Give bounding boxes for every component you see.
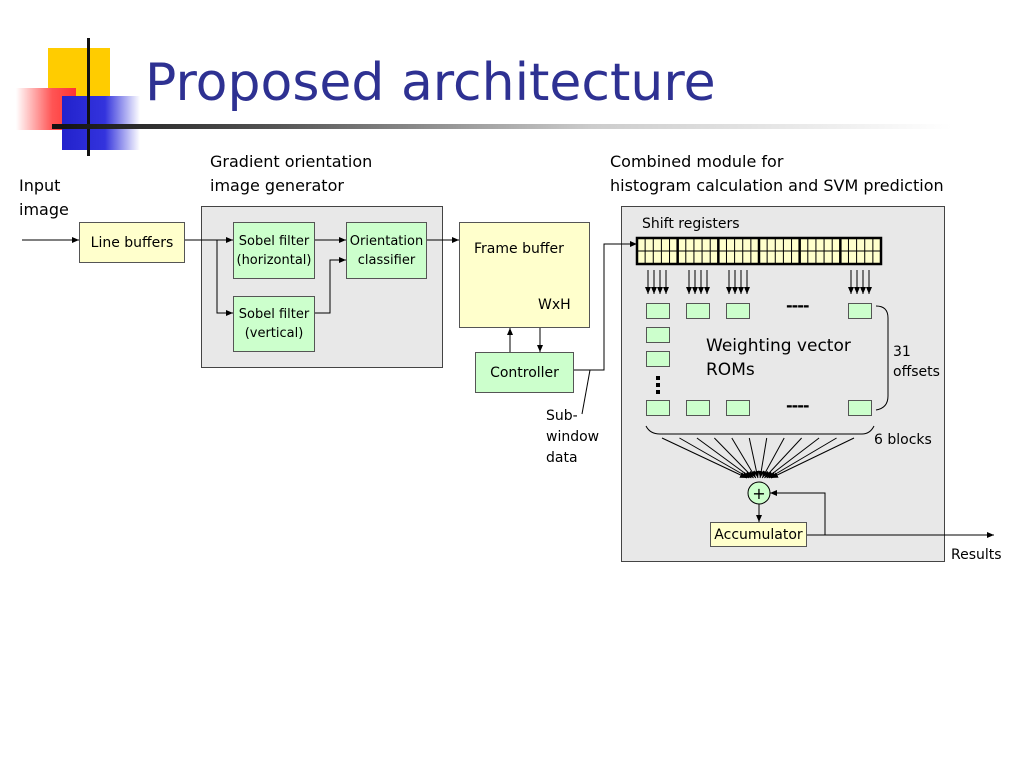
page-title: Proposed architecture — [145, 53, 716, 113]
rom-dots-bottom: ---- — [786, 396, 810, 415]
orientation-classifier-box: Orientation classifier — [346, 222, 427, 279]
input-image-label: Input image — [19, 176, 69, 219]
logo-vertical-line — [87, 38, 90, 156]
weighting-rom-box — [848, 303, 872, 319]
weighting-rom-box — [686, 303, 710, 319]
adder-symbol: + — [752, 484, 765, 503]
rom-dots-vertical — [656, 376, 660, 394]
combined-module-panel — [621, 206, 945, 562]
combined-module-title: Combined module for histogram calculatio… — [610, 152, 944, 195]
title-underline — [52, 124, 952, 129]
results-label: Results — [951, 547, 1002, 563]
rom-to-adder-arrow — [764, 437, 803, 479]
frame-buffer-label: Frame buffer — [474, 241, 564, 257]
rom-to-adder-arrow — [696, 437, 752, 479]
weighting-rom-box — [726, 303, 750, 319]
rom-dots-top: ---- — [786, 296, 810, 315]
rom-to-adder-arrow — [766, 437, 820, 479]
sobel-horizontal-box: Sobel filter (horizontal) — [233, 222, 315, 279]
rom-to-adder-arrow — [768, 437, 837, 479]
rom-to-adder-arrow — [748, 437, 760, 479]
weighting-rom-box — [686, 400, 710, 416]
rom-to-adder-arrow — [770, 437, 855, 479]
weighting-rom-box — [646, 303, 670, 319]
offsets-brace — [875, 305, 889, 411]
weighting-rom-box — [848, 400, 872, 416]
frame-buffer-box: Frame buffer WxH — [459, 222, 590, 328]
rom-to-adder-arrow — [731, 437, 757, 479]
shift-registers-label: Shift registers — [642, 216, 740, 232]
subwindow-pointer — [581, 369, 591, 415]
sobelv-to-orient-arrow — [314, 257, 346, 314]
offsets-label: 31 offsets — [893, 344, 940, 380]
rom-to-adder-arrow — [661, 437, 748, 479]
logo-blue-square — [62, 96, 140, 150]
weighting-rom-box — [646, 327, 670, 343]
weighting-rom-box — [646, 400, 670, 416]
line-buffers-box: Line buffers — [79, 222, 185, 263]
rom-to-adder-arrow — [679, 437, 750, 479]
controller-box: Controller — [475, 352, 574, 393]
accumulator-box: Accumulator — [710, 522, 807, 547]
controller-to-shiftreg-arrow — [574, 241, 637, 371]
blocks-brace — [645, 425, 875, 435]
sobel-vertical-box: Sobel filter (vertical) — [233, 296, 315, 352]
blocks-label: 6 blocks — [874, 432, 932, 448]
gradient-module-title: Gradient orientation image generator — [210, 152, 373, 195]
rom-to-adder-arrow — [758, 437, 768, 479]
linebuf-to-sobelv-arrow — [216, 240, 233, 316]
weighting-rom-box — [726, 400, 750, 416]
weighting-rom-box — [646, 351, 670, 367]
rom-to-adder-arrow — [714, 437, 754, 479]
weighting-vector-roms-label: Weighting vector ROMs — [706, 336, 851, 380]
sub-window-data-label: Sub- window data — [546, 408, 600, 466]
frame-buffer-size: WxH — [538, 297, 571, 313]
